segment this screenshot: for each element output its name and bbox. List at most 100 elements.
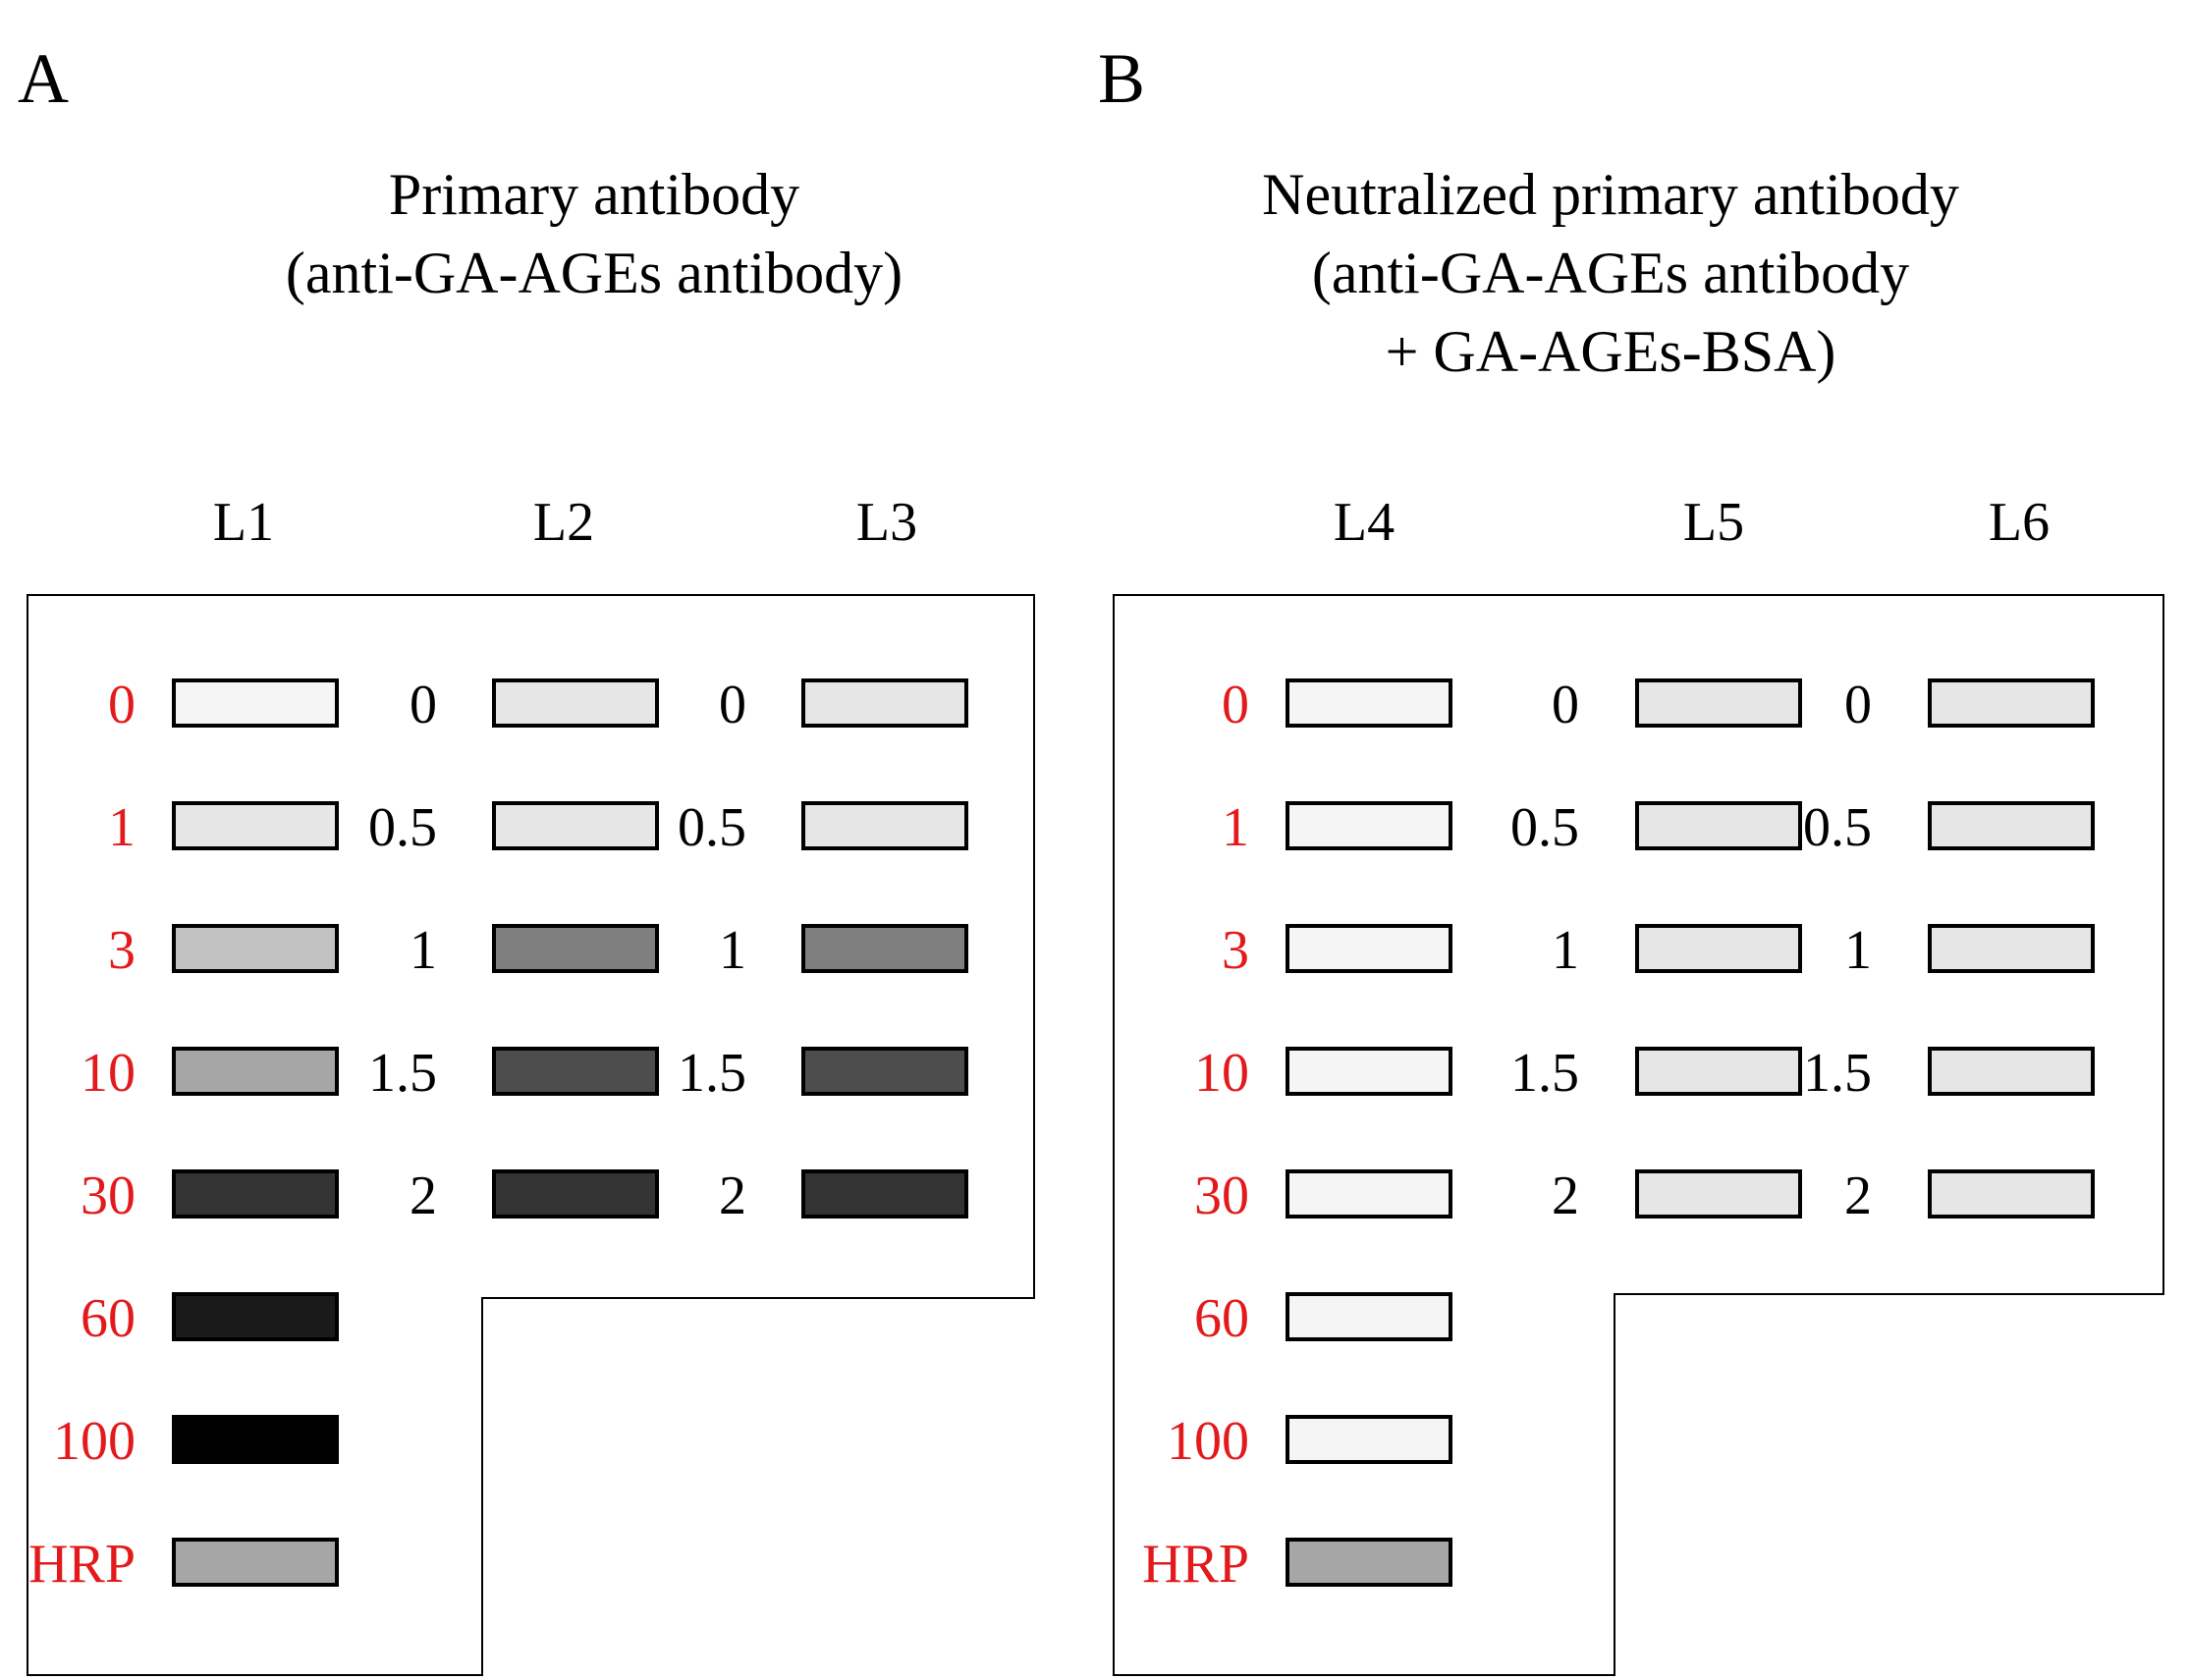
panel-b: B Neutralized primary antibody (anti-GA-… bbox=[1098, 39, 2164, 1676]
lane-spots: 00.511.52 bbox=[1803, 675, 2095, 1226]
spot-label: 0.5 bbox=[1803, 797, 1872, 858]
spot-label: 1 bbox=[719, 920, 746, 981]
spot-label: 3 bbox=[108, 920, 136, 981]
blot-spot bbox=[1286, 678, 1452, 728]
blot-spot bbox=[801, 1047, 968, 1096]
blot-spot bbox=[1286, 801, 1452, 850]
spot-label: 0.5 bbox=[678, 797, 746, 858]
blot-spot bbox=[172, 801, 339, 850]
blot-spot bbox=[1928, 924, 2095, 973]
lane-l5: L5 0 0.5 1 1.5 2 bbox=[1510, 492, 1802, 1226]
lane-label: L5 bbox=[1683, 492, 1744, 553]
spot-label: 2 bbox=[410, 1165, 437, 1226]
blot-spot bbox=[172, 924, 339, 973]
lane-label: L2 bbox=[533, 492, 594, 553]
lane-label: L1 bbox=[213, 492, 274, 553]
spot-label: HRP bbox=[28, 1534, 136, 1595]
blot-spot bbox=[1635, 1169, 1802, 1219]
lane-spots: 0 0.5 1 1.5 2 bbox=[1510, 675, 1802, 1226]
spot-label: 0 bbox=[410, 675, 437, 735]
spot-label: 1.5 bbox=[368, 1043, 437, 1104]
spot-label: 1 bbox=[108, 797, 136, 858]
lane-l2: L2 0 0.5 1 1.5 2 bbox=[368, 492, 659, 1226]
spot-label: 1 bbox=[1844, 920, 1872, 981]
panel-b-letter: B bbox=[1098, 39, 1145, 118]
spot-label: 0.5 bbox=[368, 797, 437, 858]
panel-b-title-line-2: (anti-GA-AGEs antibody bbox=[1312, 241, 1909, 305]
blot-spot bbox=[1928, 801, 2095, 850]
spot-label: 0 bbox=[108, 675, 136, 735]
blot-spot bbox=[492, 1047, 659, 1096]
panel-b-title-line-1: Neutralized primary antibody bbox=[1262, 162, 1959, 227]
spot-label: 100 bbox=[53, 1411, 136, 1472]
spot-label: 0.5 bbox=[1510, 797, 1579, 858]
spot-label: 60 bbox=[1194, 1288, 1249, 1349]
spot-label: 10 bbox=[81, 1043, 136, 1104]
spot-label: 1.5 bbox=[1510, 1043, 1579, 1104]
panel-a-title-line-2: (anti-GA-AGEs antibody) bbox=[286, 241, 903, 305]
spot-label: 3 bbox=[1222, 920, 1249, 981]
spot-label: 2 bbox=[1552, 1165, 1579, 1226]
lane-spots: 0 0.5 1 1.5 2 bbox=[368, 675, 659, 1226]
blot-spot bbox=[1286, 1047, 1452, 1096]
blot-spot bbox=[492, 924, 659, 973]
blot-spot bbox=[172, 1415, 339, 1464]
lane-l6: L6 00.511.52 bbox=[1803, 492, 2095, 1226]
spot-label: 2 bbox=[1844, 1165, 1872, 1226]
spot-label: 30 bbox=[81, 1165, 136, 1226]
blot-spot bbox=[172, 678, 339, 728]
blot-spot bbox=[801, 1169, 968, 1219]
spot-label: 0 bbox=[1222, 675, 1249, 735]
spot-label: 1 bbox=[410, 920, 437, 981]
blot-spot bbox=[1635, 678, 1802, 728]
blot-spot bbox=[172, 1047, 339, 1096]
lane-spots: 0 0.5 1 1.5 2 bbox=[678, 675, 968, 1226]
blot-spot bbox=[1635, 801, 1802, 850]
panel-a-title-line-1: Primary antibody bbox=[389, 162, 799, 227]
blot-spot bbox=[492, 801, 659, 850]
blot-spot bbox=[172, 1169, 339, 1219]
lane-label: L6 bbox=[1989, 492, 2050, 553]
panel-a-membrane-outline bbox=[27, 594, 1035, 1676]
spot-label: 100 bbox=[1167, 1411, 1249, 1472]
panel-b-title-line-3: + GA-AGEs-BSA) bbox=[1386, 319, 1836, 384]
blot-spot bbox=[1286, 1538, 1452, 1587]
spot-label: 1.5 bbox=[678, 1043, 746, 1104]
spot-label: 0 bbox=[1552, 675, 1579, 735]
spot-label: 1 bbox=[1222, 797, 1249, 858]
spot-label: 0 bbox=[719, 675, 746, 735]
blot-spot bbox=[172, 1292, 339, 1341]
spot-label: HRP bbox=[1142, 1534, 1249, 1595]
blot-spot bbox=[801, 801, 968, 850]
panel-a-letter: A bbox=[18, 39, 69, 118]
blot-spot bbox=[172, 1538, 339, 1587]
lane-label: L3 bbox=[856, 492, 917, 553]
spot-label: 1 bbox=[1552, 920, 1579, 981]
spot-label: 2 bbox=[719, 1165, 746, 1226]
lane-l3: L3 0 0.5 1 1.5 2 bbox=[678, 492, 968, 1226]
blot-spot bbox=[1286, 1415, 1452, 1464]
blot-spot bbox=[1928, 1169, 2095, 1219]
blot-spot bbox=[801, 924, 968, 973]
spot-label: 60 bbox=[81, 1288, 136, 1349]
spot-label: 30 bbox=[1194, 1165, 1249, 1226]
blot-spot bbox=[1635, 924, 1802, 973]
blot-spot bbox=[492, 678, 659, 728]
panel-a: A Primary antibody (anti-GA-AGEs antibod… bbox=[18, 39, 1035, 1676]
spot-label: 10 bbox=[1194, 1043, 1249, 1104]
blot-spot bbox=[801, 678, 968, 728]
blot-spot bbox=[1928, 1047, 2095, 1096]
blot-spot bbox=[1286, 1292, 1452, 1341]
panel-b-membrane-outline bbox=[1113, 594, 2164, 1676]
lane-label: L4 bbox=[1334, 492, 1395, 553]
blot-spot bbox=[492, 1169, 659, 1219]
blot-spot bbox=[1286, 924, 1452, 973]
blot-spot bbox=[1928, 678, 2095, 728]
blot-spot bbox=[1286, 1169, 1452, 1219]
spot-label: 0 bbox=[1844, 675, 1872, 735]
